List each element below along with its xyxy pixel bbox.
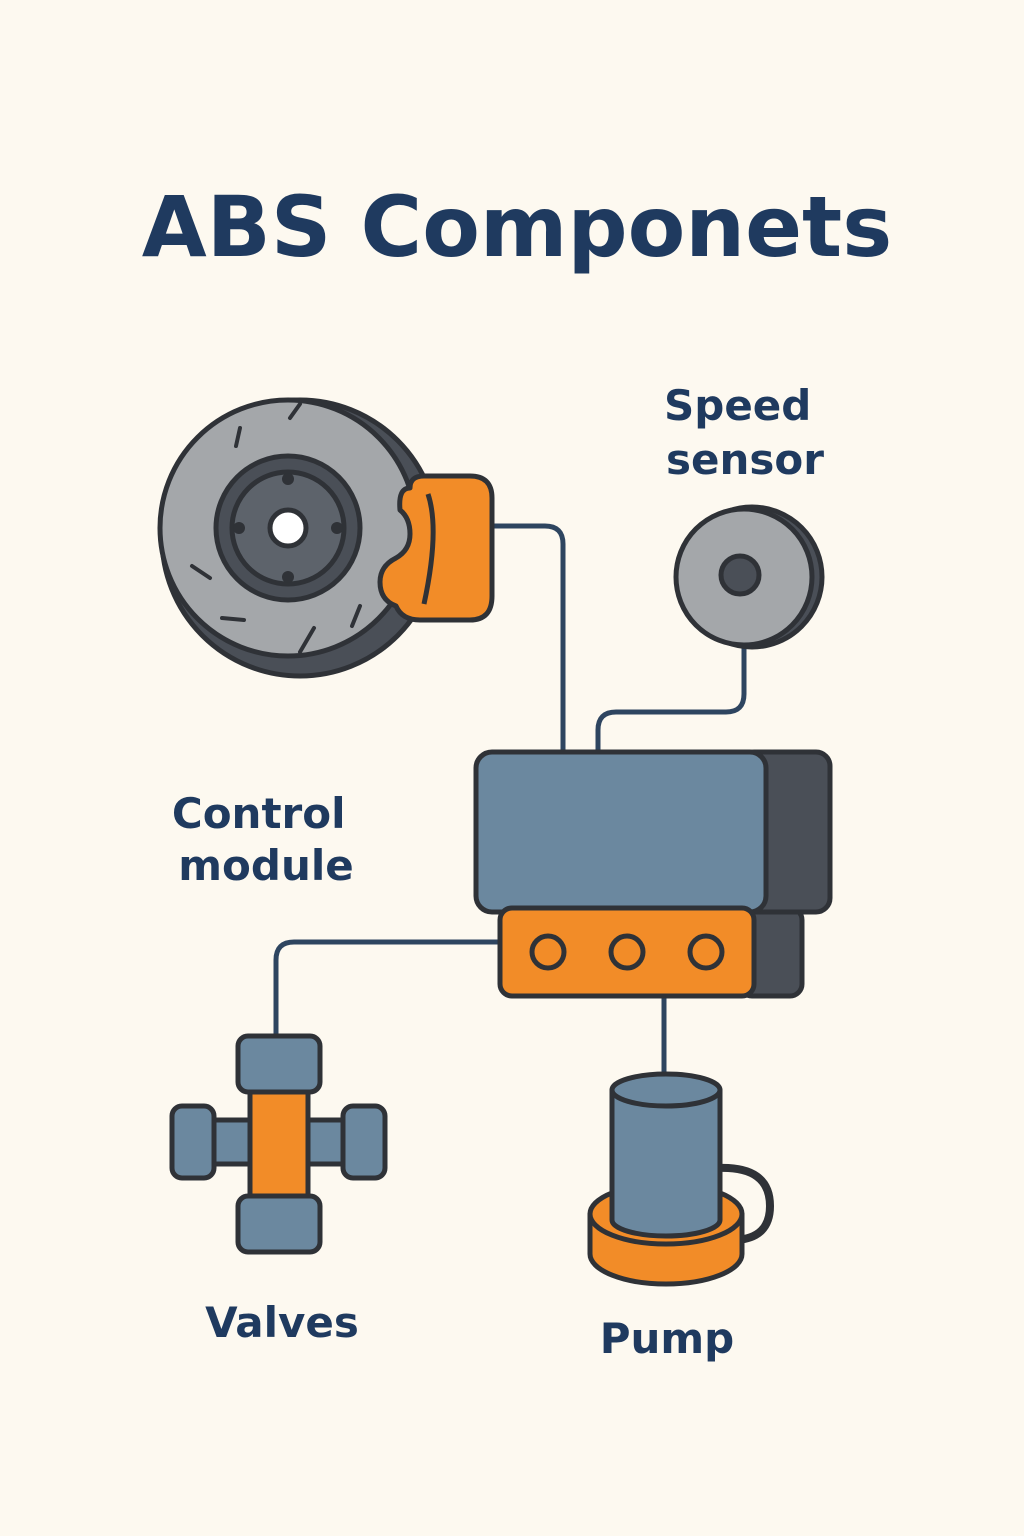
- brake-disc-icon: [157, 397, 441, 679]
- wire-caliper-to-module: [482, 523, 566, 755]
- wire-module-to-valves: [273, 939, 503, 1039]
- control-module-label: Control module: [172, 789, 360, 890]
- valves-label: Valves: [205, 1298, 359, 1347]
- diagram-title: ABS Componets: [142, 178, 892, 276]
- brake-caliper-icon: [377, 473, 495, 623]
- control-module-label-line-2: module: [178, 841, 353, 890]
- control-module-icon: [473, 749, 833, 999]
- pump-label: Pump: [600, 1314, 735, 1363]
- speed-sensor-label: Speed sensor: [664, 381, 826, 484]
- wires: [273, 523, 747, 1079]
- speed-sensor-label-line-1: Speed: [664, 381, 811, 430]
- control-module-label-line-1: Control: [172, 789, 346, 838]
- valves-icon: [169, 1033, 388, 1255]
- pump-icon: [587, 1071, 774, 1287]
- speed-sensor-icon: [673, 504, 825, 650]
- speed-sensor-label-line-2: sensor: [666, 435, 824, 484]
- wire-sensor-to-module: [595, 645, 747, 755]
